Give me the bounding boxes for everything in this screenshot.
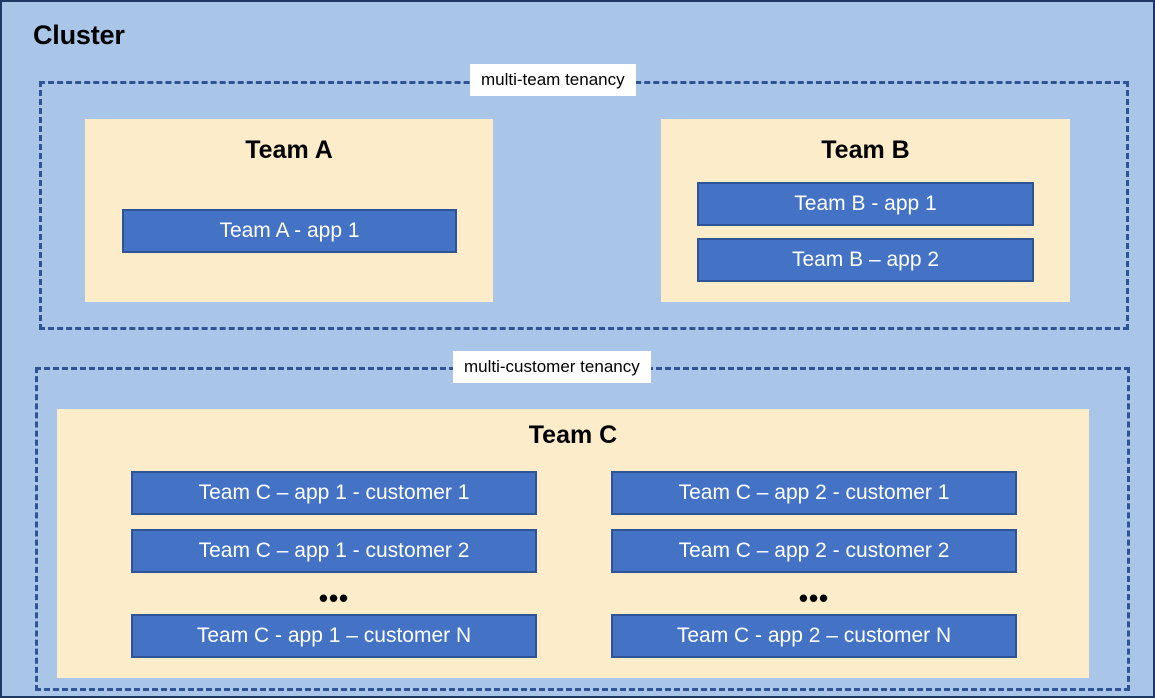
app-box-team-c-app-1-customer-2[interactable]: Team C – app 1 - customer 2 xyxy=(131,529,537,573)
app-box-team-b-app-2[interactable]: Team B – app 2 xyxy=(697,238,1034,282)
app-box-team-c-app-1-customer-n[interactable]: Team C - app 1 – customer N xyxy=(131,614,537,658)
team-heading-team-b: Team B xyxy=(821,136,910,164)
app-box-team-c-app-2-customer-n[interactable]: Team C - app 2 – customer N xyxy=(611,614,1017,658)
page-title: Cluster xyxy=(33,20,125,50)
app-box-team-c-app-2-customer-1[interactable]: Team C – app 2 - customer 1 xyxy=(611,471,1017,515)
team-card-team-c: Team C Team C – app 1 - customer 1 Team … xyxy=(57,409,1089,678)
app-box-team-b-app-1[interactable]: Team B - app 1 xyxy=(697,182,1034,226)
app-box-team-a-app-1[interactable]: Team A - app 1 xyxy=(122,209,457,253)
app-box-team-c-app-2-customer-2[interactable]: Team C – app 2 - customer 2 xyxy=(611,529,1017,573)
team-card-team-b: Team B Team B - app 1 Team B – app 2 xyxy=(661,119,1070,302)
ellipsis-team-c-app-1: ••• xyxy=(318,583,350,613)
team-heading-team-c: Team C xyxy=(528,421,618,449)
team-card-team-a: Team A Team A - app 1 xyxy=(85,119,493,302)
ellipsis-team-c-app-2: ••• xyxy=(798,583,830,613)
tenancy-zone-label-multi-team: multi-team tenancy xyxy=(470,64,636,96)
app-box-team-c-app-1-customer-1[interactable]: Team C – app 1 - customer 1 xyxy=(131,471,537,515)
team-heading-team-a: Team A xyxy=(245,136,333,164)
tenancy-zone-label-multi-customer: multi-customer tenancy xyxy=(453,351,651,383)
